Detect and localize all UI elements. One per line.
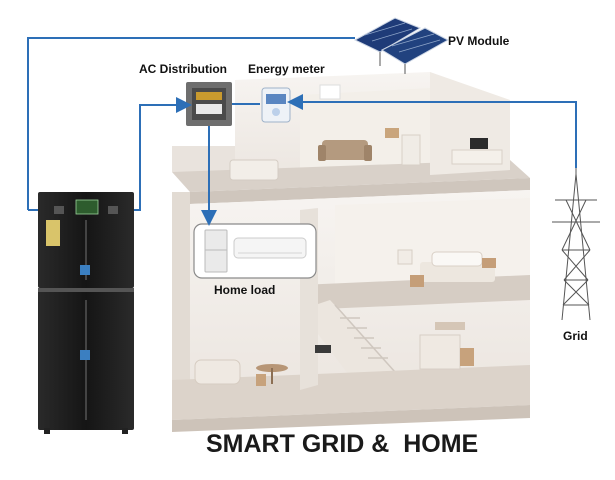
- home-load-label: Home load: [214, 283, 275, 297]
- energy-meter-label: Energy meter: [248, 62, 325, 76]
- grid-tower: [552, 168, 600, 321]
- battery-to-pv-line: [27, 37, 355, 210]
- bedroom-furniture: [397, 249, 496, 287]
- diagram-title: SMART GRID & HOME: [206, 430, 478, 458]
- pv-module: [353, 17, 450, 74]
- grid-to-meter-line: [287, 94, 577, 168]
- energy-meter: [261, 87, 291, 123]
- upstairs-furniture: [229, 84, 503, 181]
- battery-to-ac-line: [134, 97, 192, 211]
- battery-storage-cabinet: [38, 192, 134, 434]
- ac-distribution-box: [186, 82, 232, 126]
- ac-distribution-label: AC Distribution: [139, 62, 227, 76]
- home-load-panel: [193, 223, 317, 279]
- flow-lines: [27, 37, 577, 226]
- living-room-furniture: [194, 322, 474, 386]
- grid-label: Grid: [563, 329, 588, 343]
- pv-module-label: PV Module: [448, 34, 510, 48]
